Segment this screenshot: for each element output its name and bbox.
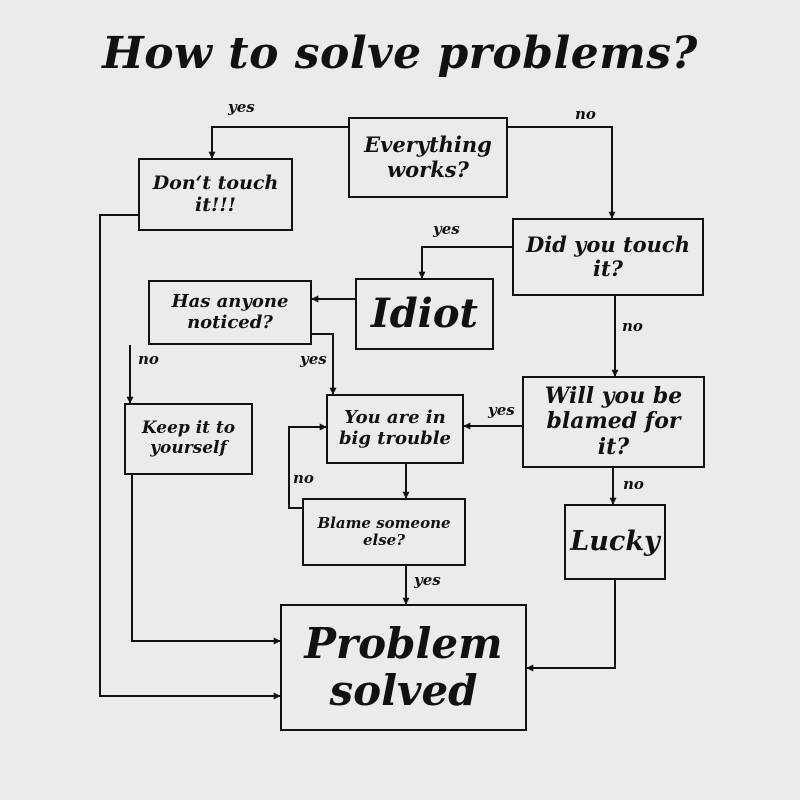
label-noticed-yes: yes: [300, 350, 327, 368]
node-everything-works: Everything works?: [348, 117, 508, 198]
edge-touch-yes: [418, 246, 512, 279]
node-blame-someone-else: Blame someone else?: [302, 498, 466, 566]
edge-blame-else-no: [288, 423, 327, 509]
node-problem-solved: Problem solved: [280, 604, 527, 731]
label-blame-else-yes: yes: [414, 571, 441, 589]
edge-lucky-solved: [526, 580, 616, 672]
label-blame-else-no: no: [293, 469, 314, 487]
node-lucky: Lucky: [564, 504, 666, 580]
label-touch-no: no: [622, 317, 643, 335]
node-big-trouble: You are in big trouble: [326, 394, 464, 464]
edge-keep-solved: [131, 475, 281, 645]
node-keep-it: Keep it to yourself: [124, 403, 253, 475]
label-blamed-no: no: [623, 475, 644, 493]
node-will-you-be-blamed: Will you be blamed for it?: [522, 376, 705, 468]
edge-noticed-yes: [310, 333, 337, 395]
label-noticed-no: no: [138, 350, 159, 368]
edge-donttouch-solved: [99, 214, 281, 700]
label-touch-yes: yes: [433, 220, 460, 238]
label-works-yes: yes: [228, 98, 255, 116]
edge-works-yes: [208, 126, 348, 159]
label-works-no: no: [575, 105, 596, 123]
label-blamed-yes: yes: [488, 401, 515, 419]
node-did-you-touch: Did you touch it?: [512, 218, 704, 296]
edge-works-no: [508, 126, 616, 219]
node-has-anyone-noticed: Has anyone noticed?: [148, 280, 312, 345]
page-title: How to solve problems?: [102, 28, 698, 79]
node-idiot: Idiot: [355, 278, 494, 350]
node-dont-touch: Don‘t touch it!!!: [138, 158, 293, 231]
